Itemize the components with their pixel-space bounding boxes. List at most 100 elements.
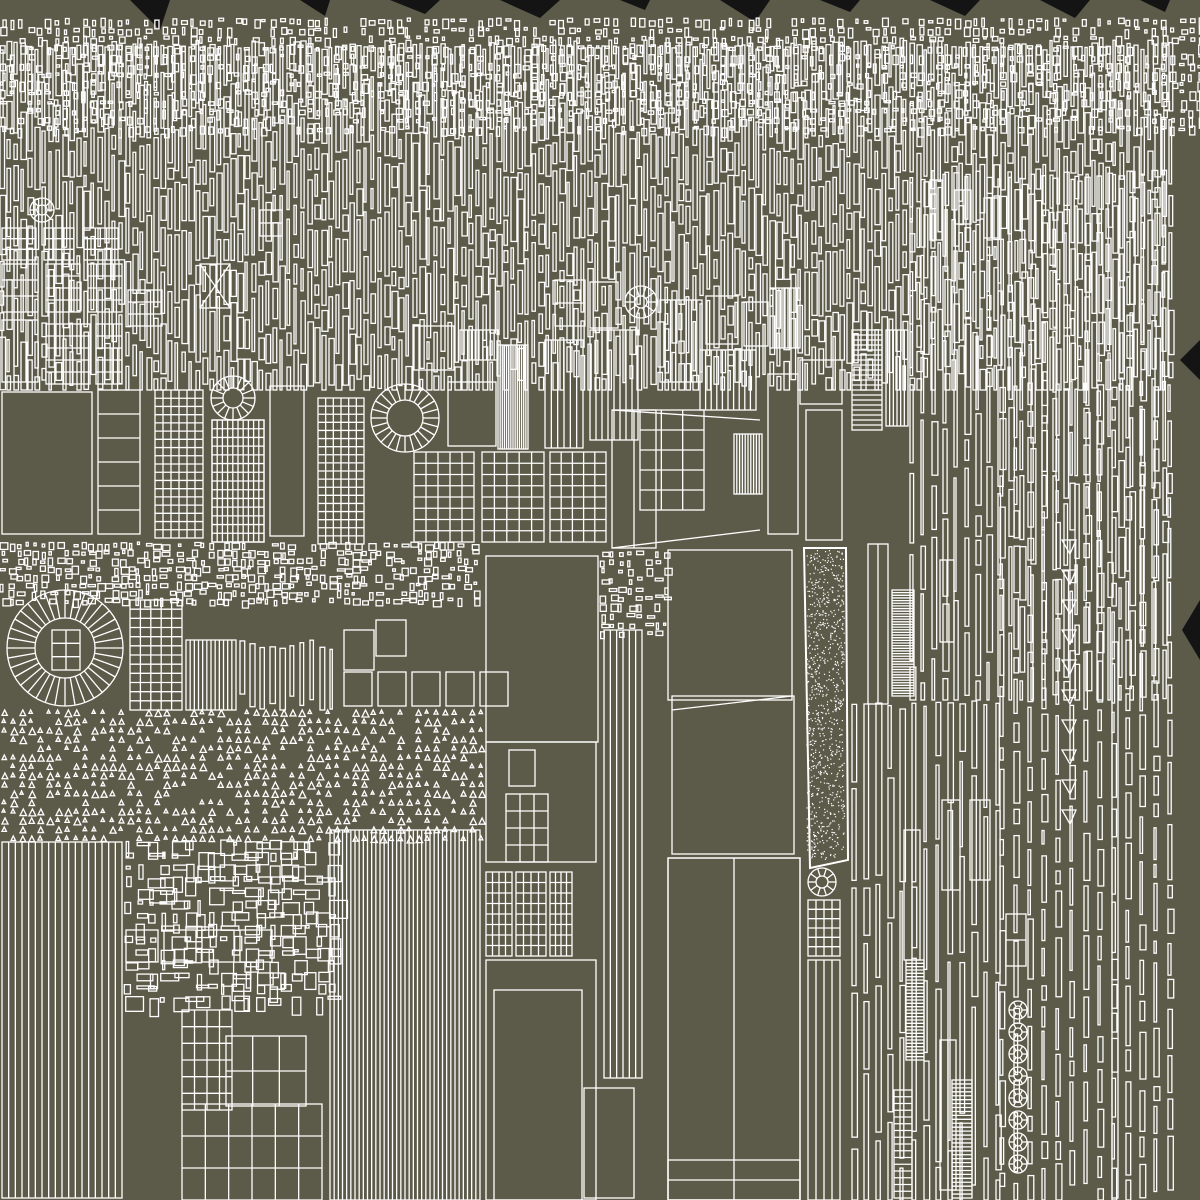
uv-small-island xyxy=(883,28,887,36)
uv-small-island xyxy=(147,878,166,889)
uv-pole-island xyxy=(125,260,132,328)
uv-small-island xyxy=(655,622,660,630)
uv-small-island xyxy=(162,708,171,717)
uv-small-island xyxy=(64,17,70,25)
uv-small-island xyxy=(513,20,521,31)
uv-small-island xyxy=(990,126,997,132)
uv-pole-island xyxy=(433,208,441,222)
uv-pole-island xyxy=(482,266,490,296)
uv-pole-island xyxy=(552,142,558,165)
uv-speck xyxy=(825,832,827,835)
uv-small-island xyxy=(264,598,269,605)
uv-small-island xyxy=(64,583,69,592)
uv-small-island xyxy=(184,574,192,581)
uv-small-island xyxy=(324,708,331,714)
uv-pole-island xyxy=(1162,649,1167,700)
uv-small-island xyxy=(336,575,343,580)
uv-pole-island xyxy=(1154,67,1161,104)
uv-small-island xyxy=(515,37,520,43)
uv-small-island xyxy=(270,780,280,790)
uv-pole-island xyxy=(503,63,509,115)
uv-pole-island xyxy=(1118,286,1125,380)
uv-pole-island xyxy=(832,41,840,100)
uv-pole-island xyxy=(496,233,503,287)
uv-small-island xyxy=(196,948,214,953)
uv-small-island xyxy=(288,771,295,778)
uv-pole-island xyxy=(1107,561,1114,598)
uv-pole-island xyxy=(1019,238,1027,279)
uv-edge xyxy=(33,201,39,207)
uv-small-island xyxy=(27,780,36,789)
uv-pole-island xyxy=(860,40,868,112)
uv-pole-island xyxy=(965,41,972,112)
uv-small-island xyxy=(48,551,53,556)
uv-pole-island xyxy=(727,232,734,299)
uv-speck xyxy=(826,764,829,767)
uv-pole-island xyxy=(1098,274,1105,314)
uv-small-island xyxy=(0,726,8,733)
uv-small-island xyxy=(280,972,287,989)
uv-pole-island xyxy=(671,47,678,80)
dark-triangle xyxy=(720,0,770,22)
uv-speck xyxy=(817,728,820,730)
uv-small-island xyxy=(303,901,315,915)
uv-small-island xyxy=(1180,18,1187,23)
uv-small-island xyxy=(9,753,16,760)
uv-small-island xyxy=(609,623,615,628)
uv-small-island xyxy=(161,551,171,557)
uv-pole-island xyxy=(587,170,593,198)
uv-pole-island xyxy=(734,45,741,95)
uv-small-island xyxy=(414,753,421,759)
uv-pole-island xyxy=(951,72,956,138)
uv-pole-island xyxy=(538,147,545,175)
uv-small-island xyxy=(619,552,624,558)
uv-small-island xyxy=(281,583,291,590)
uv-small-island xyxy=(135,762,144,771)
uv-small-island xyxy=(432,600,442,608)
uv-small-island xyxy=(476,109,482,118)
uv-small-island xyxy=(135,581,141,588)
uv-small-island xyxy=(635,550,645,556)
uv-pole-island xyxy=(965,116,972,166)
uv-speck xyxy=(812,756,814,758)
uv-pole-island xyxy=(706,245,711,290)
uv-pole-island xyxy=(1077,208,1083,244)
uv-speck xyxy=(836,842,839,844)
uv-speck xyxy=(815,645,817,647)
uv-pole-island xyxy=(181,183,187,222)
uv-edge xyxy=(44,675,56,703)
uv-small-island xyxy=(232,590,237,598)
uv-small-island xyxy=(306,816,316,826)
uv-speck xyxy=(833,723,835,725)
uv-pole-island xyxy=(909,377,916,391)
uv-pole-island xyxy=(650,133,657,179)
uv-pole-island xyxy=(608,349,612,391)
uv-pole-island xyxy=(1021,115,1029,146)
uv-small-island xyxy=(586,46,594,57)
uv-small-island xyxy=(72,744,81,752)
uv-pole-island xyxy=(265,372,272,391)
uv-pole-island xyxy=(1021,229,1026,264)
uv-small-island xyxy=(602,551,610,558)
uv-pole-island xyxy=(293,163,298,199)
uv-small-island xyxy=(269,986,279,1003)
uv-small-island xyxy=(273,559,279,565)
uv-small-island xyxy=(457,543,465,548)
uv-small-island xyxy=(378,717,388,726)
uv-speck xyxy=(809,573,811,575)
uv-pole-island xyxy=(643,256,650,325)
uv-pole-island xyxy=(531,362,537,384)
uv-pole-island xyxy=(975,573,982,677)
uv-speck xyxy=(809,603,812,606)
uv-small-island xyxy=(24,557,29,566)
uv-small-island xyxy=(25,541,29,547)
uv-pole-island xyxy=(1042,322,1046,364)
uv-pole-island xyxy=(1168,119,1173,185)
uv-small-island xyxy=(288,834,296,841)
uv-speck xyxy=(832,820,834,822)
uv-pole-island xyxy=(286,218,290,274)
uv-pole-island xyxy=(1118,383,1124,453)
uv-pole-island xyxy=(83,141,87,167)
uv-speck xyxy=(809,806,811,808)
uv-speck xyxy=(832,804,834,807)
